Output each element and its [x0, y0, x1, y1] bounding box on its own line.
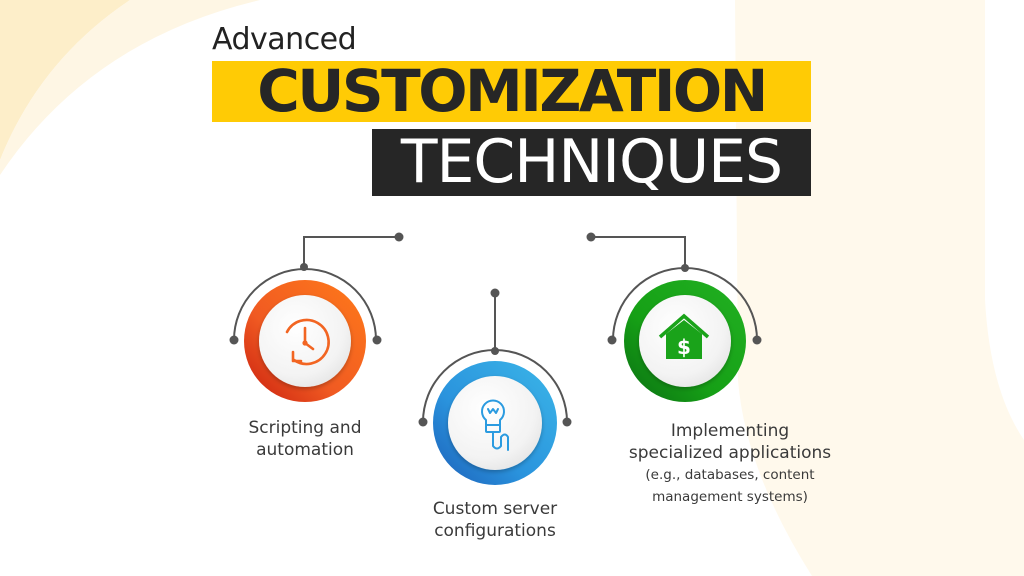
label-line: configurations	[434, 521, 556, 541]
label-line: Implementing	[670, 421, 790, 441]
label-line: specialized applications	[628, 443, 832, 463]
scripting-badge	[244, 280, 366, 402]
svg-text:$: $	[677, 335, 691, 359]
label-subline: management systems)	[652, 489, 808, 505]
label-server-config: Custom server configurations	[410, 498, 580, 542]
connector-dots	[229, 232, 762, 427]
clock-history-icon	[285, 318, 330, 366]
server-config-badge	[433, 361, 557, 485]
label-line: Custom server	[432, 499, 558, 519]
label-line: Scripting and	[248, 418, 362, 438]
label-subline: (e.g., databases, content	[645, 467, 815, 483]
label-applications: Implementing specialized applications (e…	[595, 420, 865, 508]
lightbulb-icon	[481, 399, 509, 451]
applications-badge: $	[624, 280, 746, 402]
title-techniques: TECHNIQUES	[372, 129, 811, 196]
title-advanced: Advanced	[212, 22, 357, 57]
house-dollar-icon: $	[658, 313, 710, 359]
label-scripting: Scripting and automation	[225, 417, 385, 461]
label-line: automation	[256, 440, 354, 460]
title-customization: CUSTOMIZATION	[212, 61, 811, 122]
